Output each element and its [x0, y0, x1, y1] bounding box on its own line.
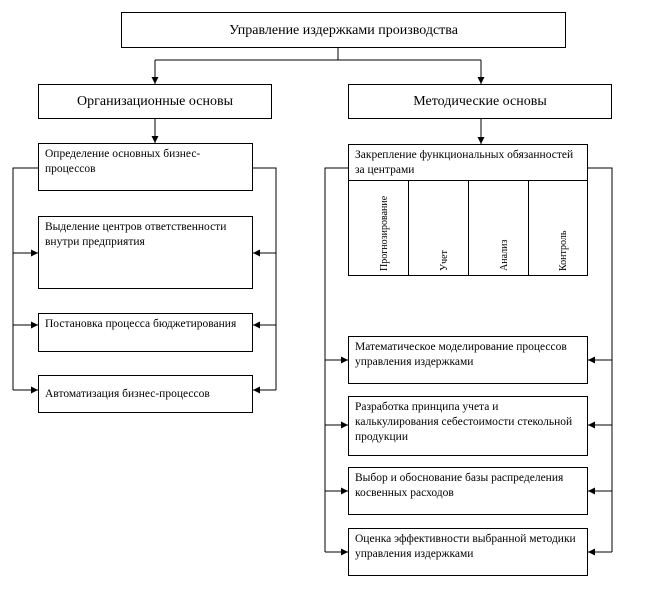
root-box: Управление издержками производства	[121, 12, 566, 48]
assignment-col-analysis: Анализ	[469, 181, 529, 275]
right-item-1-label: Математическое моделирование процессов у…	[355, 341, 567, 368]
right-inner-bracket	[588, 167, 613, 552]
left-item-3-label: Постановка процесса бюджетирования	[45, 318, 237, 330]
left-item-2: Выделение центров ответственности внутри…	[38, 216, 253, 289]
left-item-1: Определение основных бизнес-процессов	[38, 143, 253, 191]
assignment-col-accounting: Учет	[409, 181, 469, 275]
left-outer-bracket	[12, 167, 38, 390]
assignment-col-control-label: Контроль	[558, 230, 569, 271]
right-item-3: Выбор и обоснование базы распределения к…	[348, 467, 588, 515]
right-item-4: Оценка эффективности выбранной методики …	[348, 528, 588, 576]
right-outer-bracket	[324, 167, 348, 552]
assignment-col-control: Контроль	[529, 181, 587, 275]
assignment-col-forecast-label: Прогнозирование	[378, 195, 390, 271]
right-item-2: Разработка принципа учета и калькулирова…	[348, 396, 588, 456]
left-header-box: Организационные основы	[38, 84, 272, 119]
assignment-title-label: Закрепление функциональных обязанностей …	[355, 149, 574, 176]
left-item-4-label: Автоматизация бизнес-процессов	[45, 387, 210, 400]
left-item-1-label: Определение основных бизнес-процессов	[45, 148, 201, 175]
right-item-1: Математическое моделирование процессов у…	[348, 336, 588, 384]
left-item-2-label: Выделение центров ответственности внутри…	[45, 221, 227, 248]
left-item-4: Автоматизация бизнес-процессов	[38, 375, 253, 413]
assignment-table: Закрепление функциональных обязанностей …	[348, 144, 588, 276]
left-header-label: Организационные основы	[77, 94, 233, 109]
right-item-4-label: Оценка эффективности выбранной методики …	[355, 533, 576, 560]
right-header-box: Методические основы	[348, 84, 612, 119]
assignment-col-accounting-label: Учет	[438, 250, 450, 271]
left-inner-bracket	[253, 167, 277, 390]
assignment-col-forecast: Прогнозирование	[349, 181, 409, 275]
right-item-3-label: Выбор и обоснование базы распределения к…	[355, 472, 564, 499]
left-item-3: Постановка процесса бюджетирования	[38, 313, 253, 352]
assignment-col-analysis-label: Анализ	[498, 239, 510, 271]
assignment-title: Закрепление функциональных обязанностей …	[349, 145, 587, 181]
root-title: Управление издержками производства	[229, 22, 458, 38]
right-header-label: Методические основы	[413, 94, 547, 109]
right-item-2-label: Разработка принципа учета и калькулирова…	[355, 401, 573, 443]
